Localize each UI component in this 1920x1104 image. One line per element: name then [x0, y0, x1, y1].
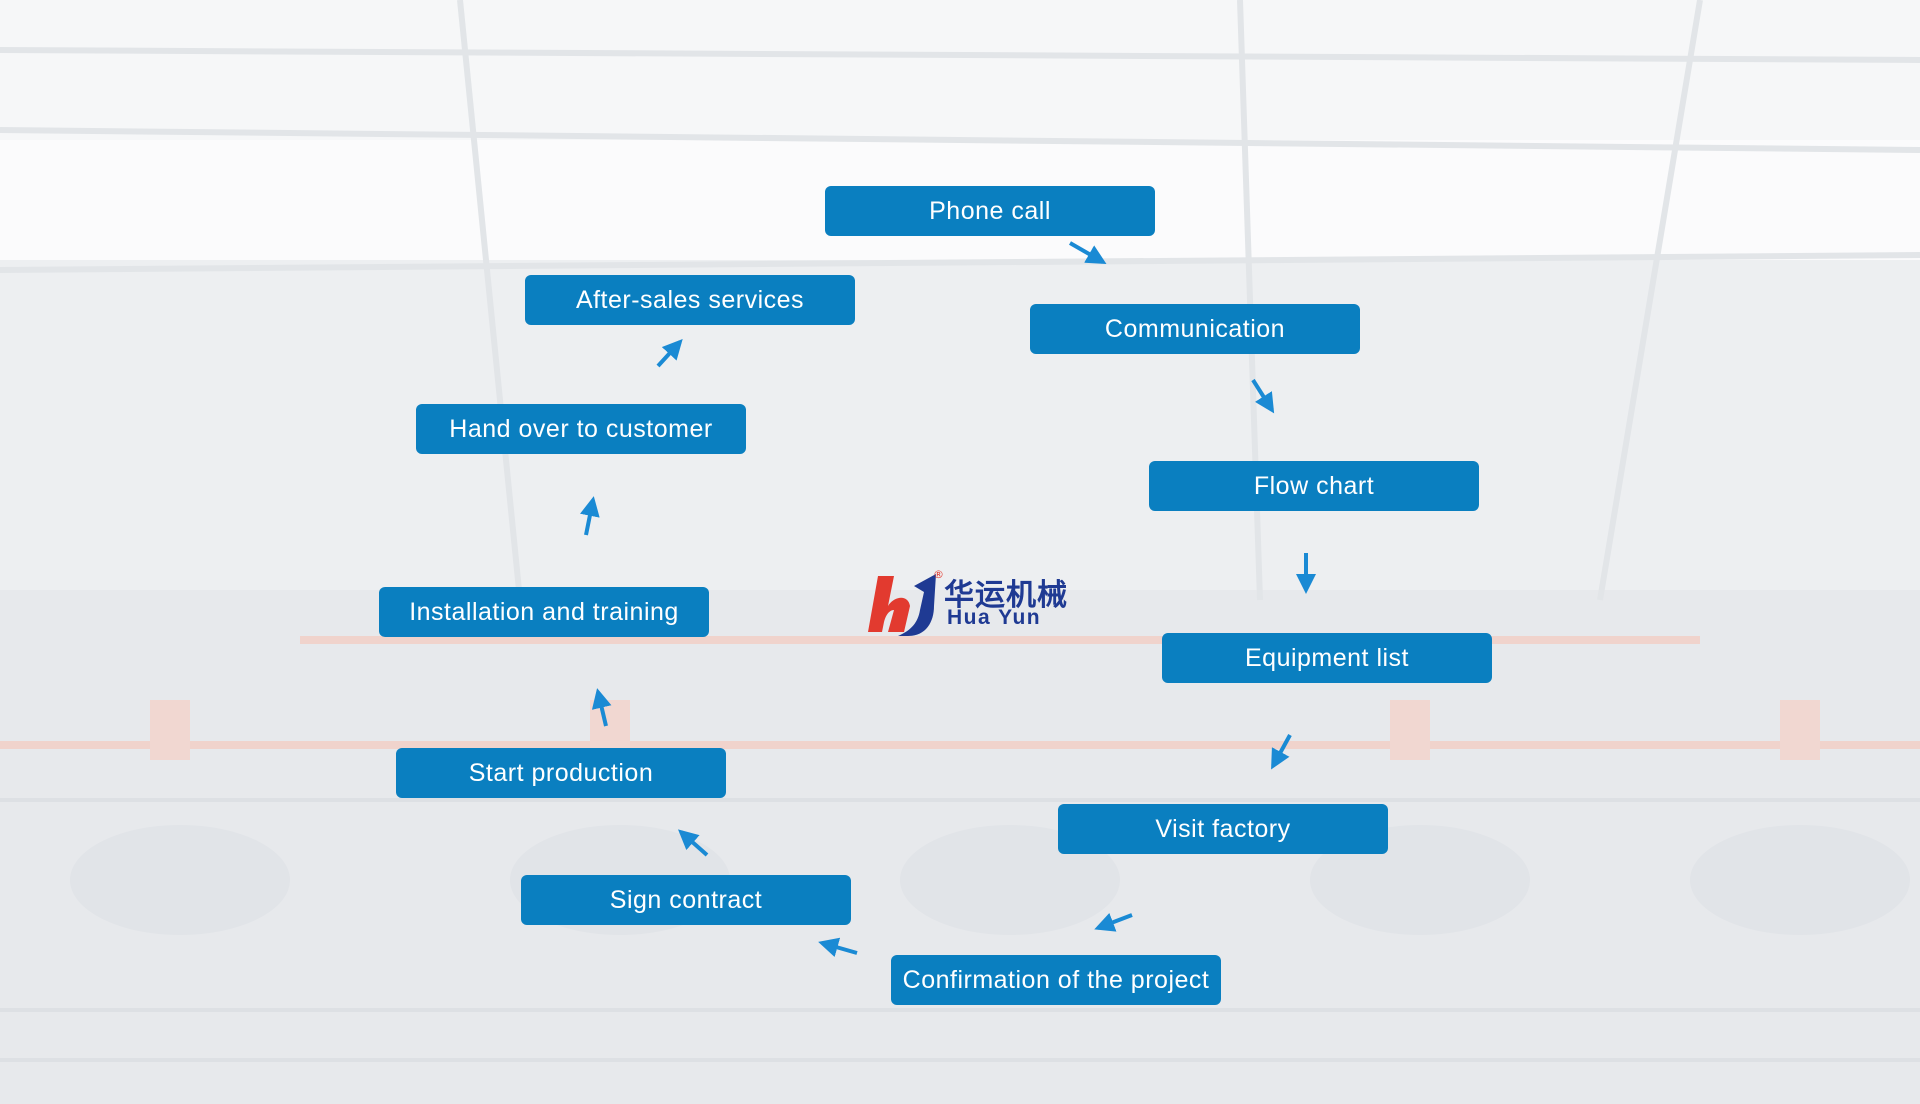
- step-flow-chart: Flow chart: [1149, 461, 1479, 511]
- logo-chinese-name: 华运机械: [944, 578, 1068, 613]
- step-equipment-list: Equipment list: [1162, 633, 1492, 683]
- step-installation: Installation and training: [379, 587, 709, 637]
- step-hand-over: Hand over to customer: [416, 404, 746, 454]
- step-confirmation: Confirmation of the project: [891, 955, 1221, 1005]
- step-phone-call: Phone call: [825, 186, 1155, 236]
- step-visit-factory: Visit factory: [1058, 804, 1388, 854]
- step-communication: Communication: [1030, 304, 1360, 354]
- registered-mark: ®: [933, 568, 944, 581]
- step-start-production: Start production: [396, 748, 726, 798]
- step-sign-contract: Sign contract: [521, 875, 851, 925]
- logo-english-name: Hua Yun: [947, 606, 1042, 629]
- company-logo: ®: [868, 568, 944, 636]
- step-after-sales: After-sales services: [525, 275, 855, 325]
